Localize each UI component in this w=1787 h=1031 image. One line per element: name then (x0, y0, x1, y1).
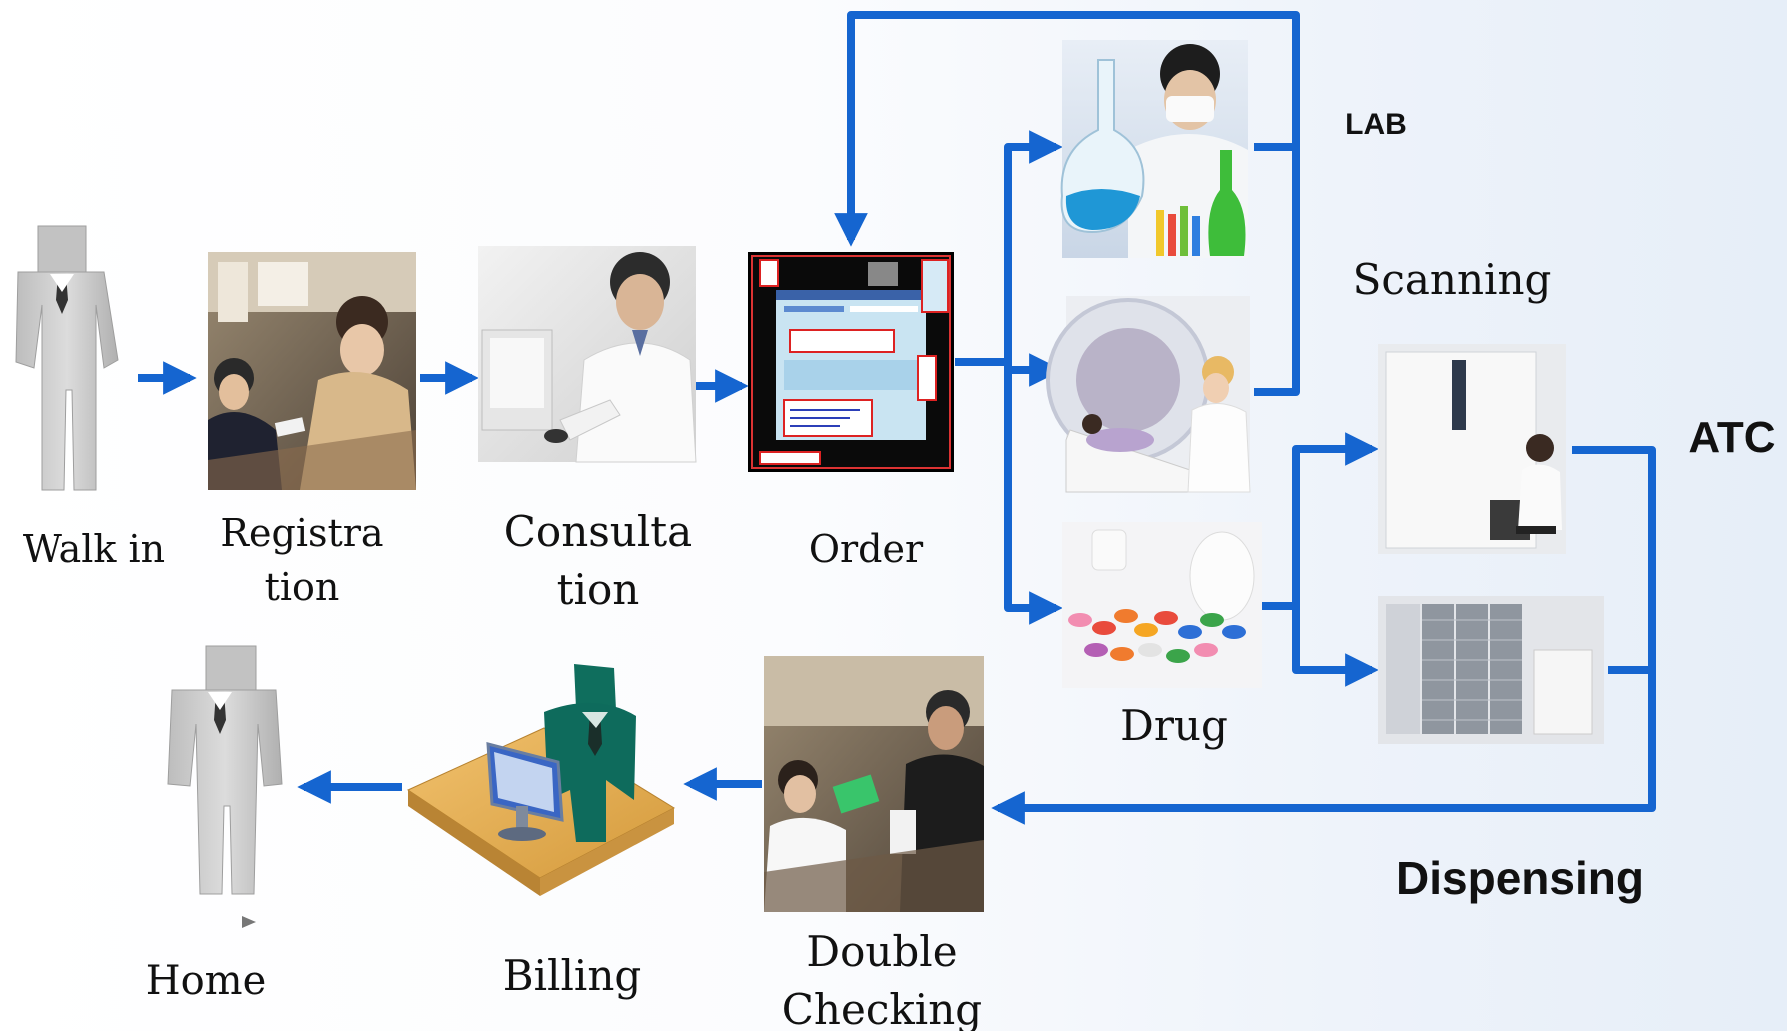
arrow-order-to-lab (1004, 130, 1063, 362)
label-order: Order (809, 527, 924, 571)
arrow-atc-cabinet-to-double-checking (991, 446, 1656, 825)
order-entry-screen (748, 252, 954, 472)
arrow-order-to-drug (1004, 362, 1063, 625)
arrow-drug-to-cabinet (1292, 606, 1379, 687)
dispensing-cabinet-photo (1378, 596, 1604, 744)
flow-arrows (138, 11, 1656, 825)
label-lab: LAB (1345, 108, 1407, 141)
lab-technician-photo (1060, 40, 1248, 258)
label-walk-in: Walk in (23, 527, 165, 571)
label-scanning: Scanning (1353, 255, 1552, 304)
label-registration-line1: Registra (220, 511, 383, 555)
registration-desk-photo (208, 252, 416, 490)
label-registration-line2: tion (265, 565, 340, 609)
label-drug: Drug (1120, 701, 1228, 750)
label-atc: ATC (1688, 413, 1775, 462)
pills-photo (1062, 522, 1262, 688)
billing-desk-icon (406, 664, 676, 896)
pills-cluster (1068, 609, 1246, 663)
arrow-drug-to-atc (1292, 432, 1379, 606)
atc-machine-photo (1378, 344, 1566, 554)
labels: Walk in Registra tion Consulta tion Orde… (23, 108, 1776, 1031)
arrow-lab-scanning-return-to-order (834, 11, 1300, 247)
label-consultation-line2: tion (557, 565, 640, 614)
person-figure-icon (15, 225, 119, 491)
doctor-at-computer-photo (478, 246, 697, 463)
label-home: Home (146, 958, 267, 1004)
arrow-scanning-return (1254, 147, 1300, 396)
person-figure-icon (167, 645, 283, 928)
label-dispensing: Dispensing (1396, 852, 1644, 904)
label-billing: Billing (503, 951, 642, 1000)
pharmacy-counter-photo (764, 656, 984, 912)
label-consultation-line1: Consulta (504, 507, 692, 556)
ct-scanner-photo (1046, 296, 1251, 493)
label-double-checking-line1: Double (806, 927, 957, 976)
label-double-checking-line2: Checking (782, 985, 982, 1031)
